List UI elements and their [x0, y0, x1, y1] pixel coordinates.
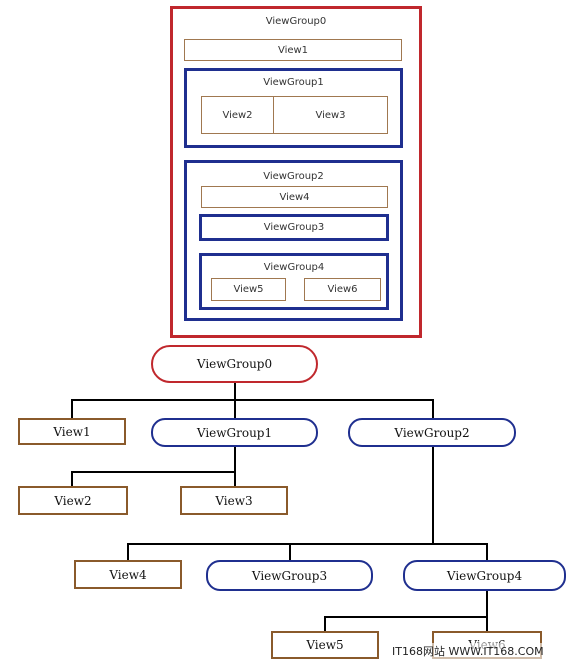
box-view2-label: View2: [222, 109, 253, 121]
tree-node-view1: View1: [18, 418, 126, 445]
edge-to-view6: [486, 616, 488, 632]
tree-node-viewgroup1-label: ViewGroup1: [196, 425, 273, 440]
box-view1-label: View1: [277, 44, 309, 56]
box-view6-label: View6: [327, 284, 358, 295]
box-viewgroup3-label: ViewGroup3: [263, 222, 325, 233]
tree-node-viewgroup2: ViewGroup2: [348, 418, 516, 447]
box-view2: View2: [201, 96, 274, 134]
edge-to-viewgroup3: [289, 543, 291, 561]
edge-level4-bar: [324, 616, 488, 618]
tree-node-viewgroup0-label: ViewGroup0: [196, 357, 273, 371]
box-view4: View4: [201, 186, 388, 208]
box-viewgroup1-label: ViewGroup1: [263, 77, 324, 88]
edge-to-view5: [324, 616, 326, 632]
tree-node-viewgroup1: ViewGroup1: [151, 418, 318, 447]
tree-node-view2: View2: [18, 486, 128, 515]
edge-vg1-down: [234, 446, 236, 472]
tree-node-view5: View5: [271, 631, 379, 659]
edge-to-viewgroup1: [234, 399, 236, 419]
box-viewgroup0: ViewGroup0: [170, 6, 422, 338]
tree-node-view5-label: View5: [306, 638, 344, 652]
box-viewgroup4-label: ViewGroup4: [263, 262, 325, 273]
box-view3: View3: [273, 96, 388, 134]
edge-to-view4: [127, 543, 129, 561]
tree-node-viewgroup4: ViewGroup4: [403, 560, 566, 591]
edge-root-down: [234, 382, 236, 400]
tree-node-view3-label: View3: [215, 493, 253, 508]
tree-node-viewgroup4-label: ViewGroup4: [446, 568, 523, 583]
box-viewgroup2: ViewGroup2: [184, 160, 403, 321]
edge-level1-bar: [71, 399, 434, 401]
box-view5: View5: [211, 278, 286, 301]
edge-to-viewgroup4: [486, 543, 488, 561]
box-view5-label: View5: [233, 284, 264, 295]
edge-vg4-down: [486, 591, 488, 617]
box-viewgroup2-label: ViewGroup2: [263, 171, 324, 182]
tree-node-view3: View3: [180, 486, 288, 515]
box-view4-label: View4: [279, 191, 310, 203]
box-view1: View1: [184, 39, 402, 61]
box-viewgroup0-label: ViewGroup0: [265, 16, 327, 27]
tree-node-view2-label: View2: [54, 493, 92, 508]
box-viewgroup4: ViewGroup4: [199, 253, 389, 310]
edge-level3-bar: [127, 543, 488, 545]
box-viewgroup3: ViewGroup3: [199, 214, 389, 241]
tree-node-viewgroup3-label: ViewGroup3: [251, 568, 328, 583]
box-view6: View6: [304, 278, 381, 301]
tree-node-viewgroup3: ViewGroup3: [206, 560, 373, 591]
edge-level2-bar: [71, 471, 236, 473]
tree-node-view4-label: View4: [109, 567, 147, 582]
edge-to-viewgroup2: [432, 399, 434, 419]
edge-to-view1: [71, 399, 73, 419]
tree-node-viewgroup0: ViewGroup0: [151, 345, 318, 383]
box-viewgroup1: ViewGroup1: [184, 68, 403, 148]
box-view3-label: View3: [315, 109, 346, 121]
tree-node-viewgroup2-label: ViewGroup2: [394, 425, 470, 440]
edge-to-view2: [71, 471, 73, 487]
watermark-text: IT168网站 WWW.IT168.COM: [392, 643, 544, 659]
edge-to-view3: [234, 471, 236, 487]
edge-vg2-down: [432, 446, 434, 544]
tree-node-view4: View4: [74, 560, 182, 589]
tree-node-view1-label: View1: [53, 424, 91, 439]
